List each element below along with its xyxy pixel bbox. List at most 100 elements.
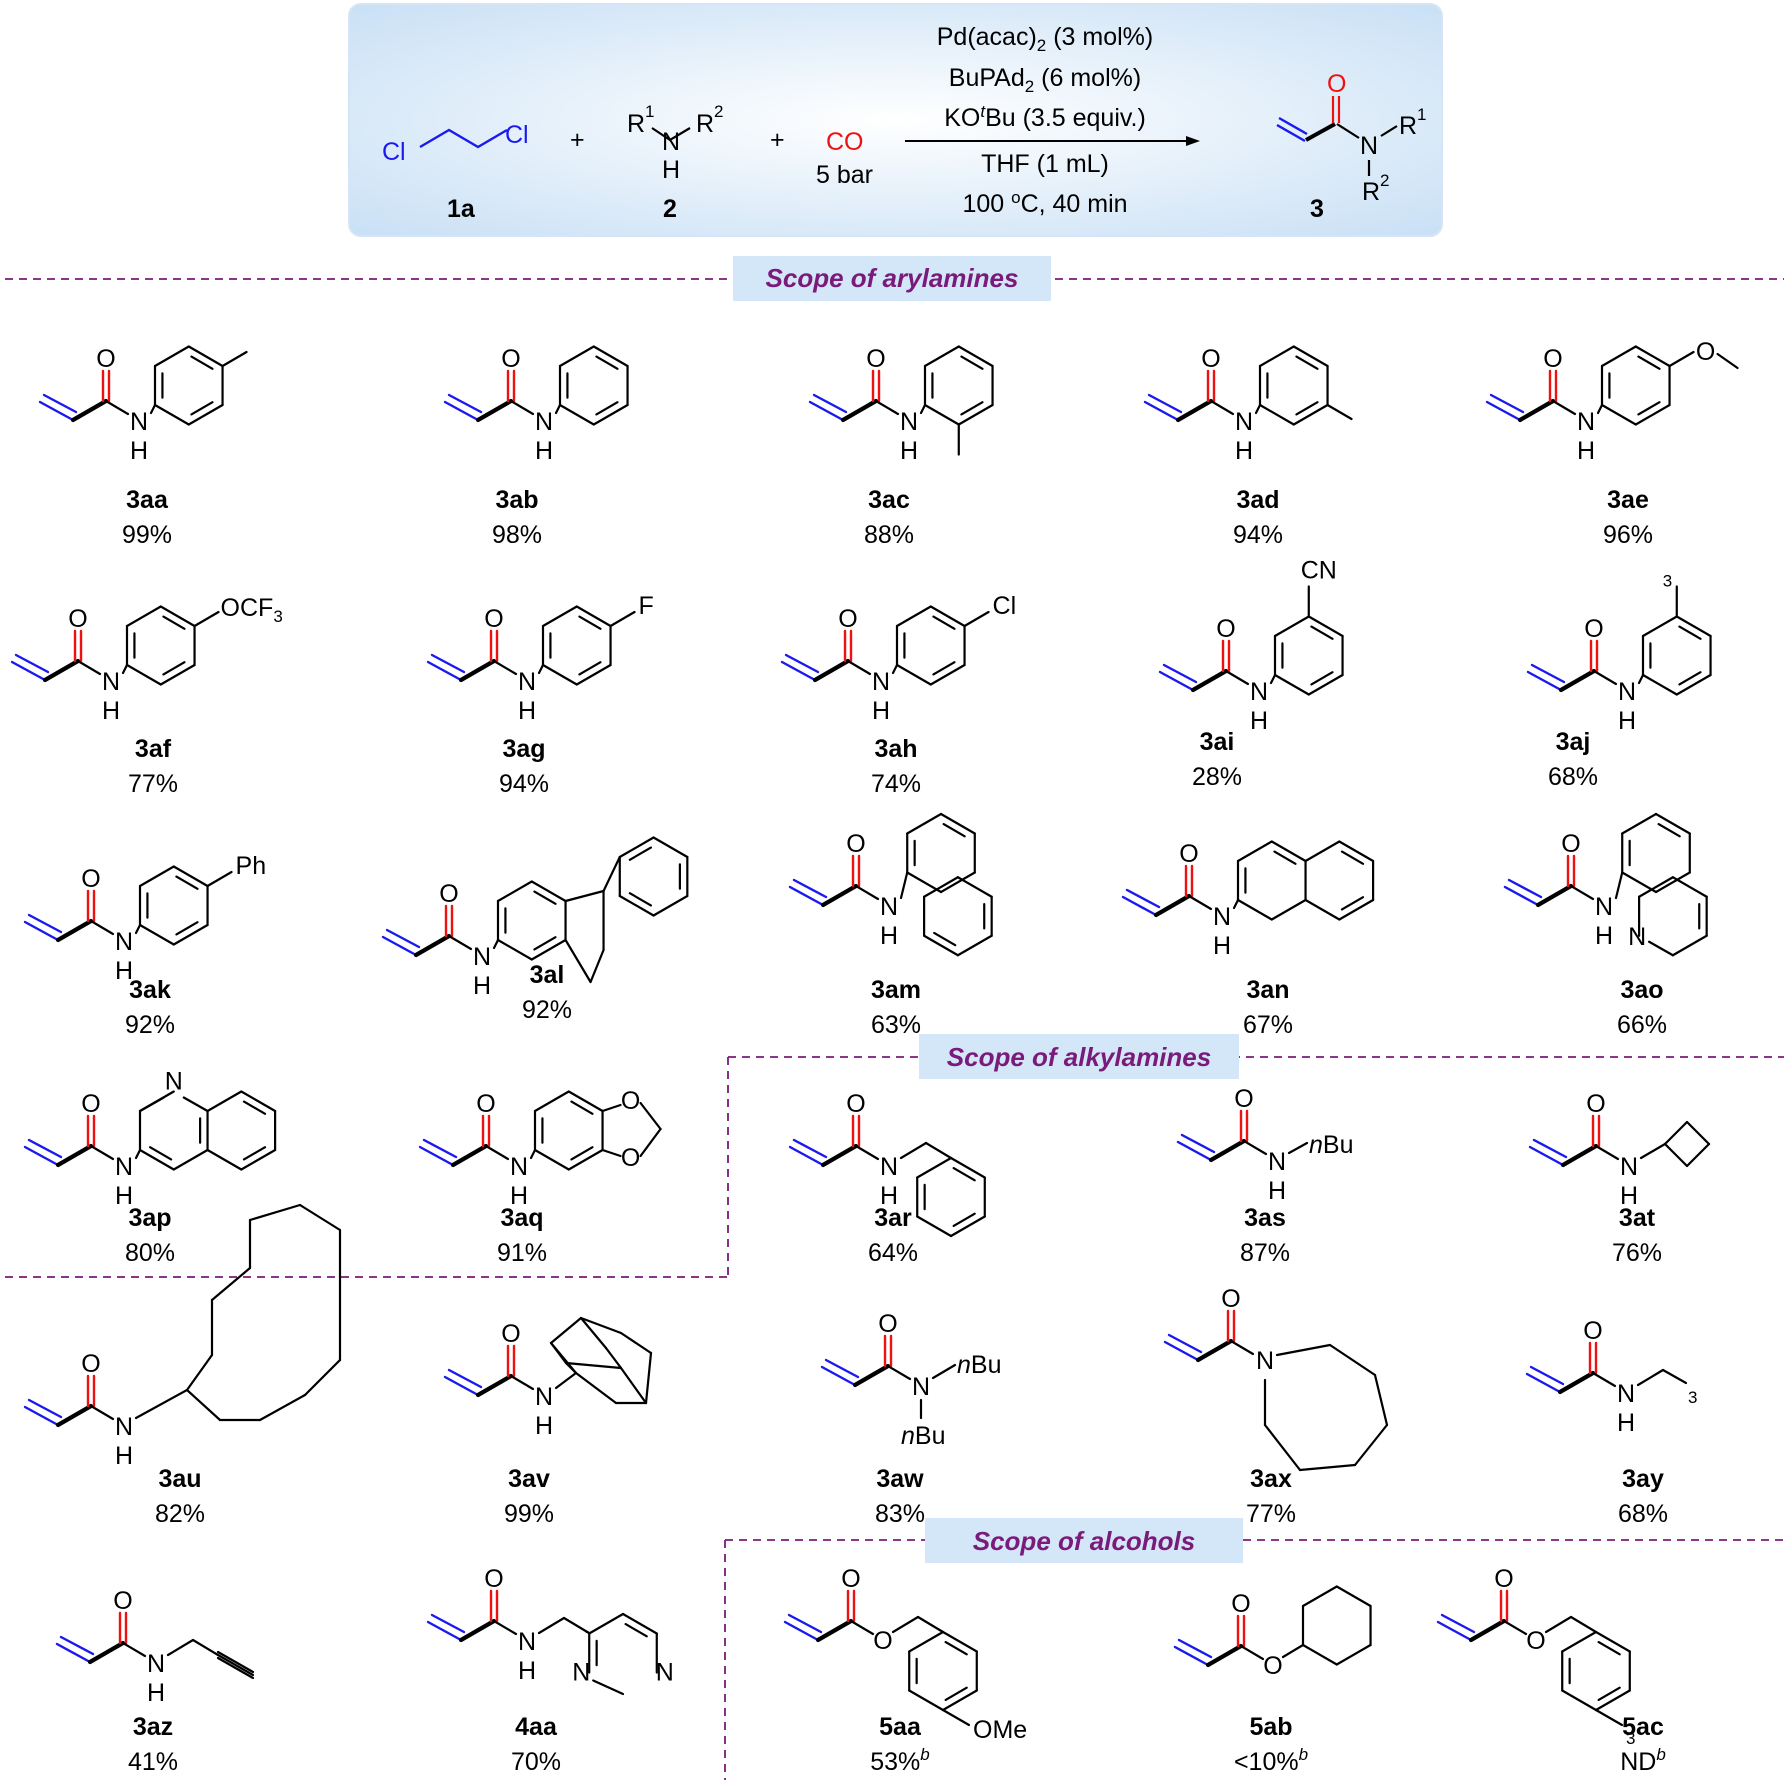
amide-nitrogen: N bbox=[1268, 1148, 1286, 1176]
bond bbox=[784, 653, 820, 674]
bond bbox=[1338, 840, 1375, 863]
bond bbox=[149, 403, 157, 415]
compound-yield-3ay: 68% bbox=[1618, 1500, 1668, 1528]
bond bbox=[240, 1148, 277, 1171]
carbonyl-oxygen: O bbox=[81, 1350, 100, 1378]
compound-yield-3al: 92% bbox=[522, 996, 572, 1024]
bond bbox=[240, 1090, 277, 1113]
compound-yield-3ai: 28% bbox=[1192, 763, 1242, 791]
bond bbox=[1636, 1368, 1665, 1387]
bond bbox=[533, 1090, 570, 1113]
bond bbox=[27, 1398, 63, 1419]
bond bbox=[588, 1612, 625, 1635]
bond bbox=[258, 1393, 307, 1422]
bond bbox=[1310, 625, 1334, 640]
bond bbox=[554, 1371, 578, 1390]
bond bbox=[780, 660, 817, 682]
amide-hydrogen: H bbox=[115, 1442, 133, 1470]
bond bbox=[1569, 1615, 1598, 1634]
bond bbox=[509, 1374, 535, 1391]
bond bbox=[1597, 1641, 1621, 1656]
bond bbox=[788, 1145, 825, 1167]
bond bbox=[1557, 1370, 1596, 1395]
compound-yield-3ac: 88% bbox=[864, 521, 914, 549]
bond bbox=[458, 1618, 497, 1643]
carbonyl-oxygen: O bbox=[113, 1587, 132, 1615]
carbonyl-oxygen: O bbox=[1179, 840, 1198, 868]
bond bbox=[849, 1619, 875, 1636]
bond bbox=[166, 1638, 195, 1657]
compound-label-3ah: 3ah bbox=[874, 735, 917, 763]
bond bbox=[1373, 1373, 1389, 1427]
carbonyl-oxygen: O bbox=[439, 880, 458, 908]
bond bbox=[1663, 1120, 1689, 1146]
bond bbox=[619, 1366, 648, 1405]
svg-text:R: R bbox=[1362, 178, 1380, 206]
bond bbox=[1657, 823, 1681, 838]
bond bbox=[138, 1148, 175, 1171]
bond bbox=[1307, 615, 1344, 638]
bond bbox=[1634, 403, 1671, 426]
compound-yield-3ax: 77% bbox=[1246, 1500, 1296, 1528]
bond bbox=[956, 934, 993, 957]
bond bbox=[812, 658, 851, 683]
bond bbox=[1637, 401, 1661, 416]
amide-nitrogen: N bbox=[1617, 1380, 1635, 1408]
bond bbox=[1176, 1140, 1213, 1162]
compound-label-3as: 3as bbox=[1244, 1204, 1286, 1232]
quinoline-nitrogen: N bbox=[1628, 923, 1646, 951]
structure-3al: ONH bbox=[381, 836, 689, 1000]
bond bbox=[1597, 1686, 1621, 1701]
bond bbox=[1639, 1142, 1667, 1160]
bond bbox=[931, 1363, 957, 1380]
bond bbox=[55, 918, 94, 943]
compound-yield-3aq: 91% bbox=[497, 1239, 547, 1267]
bond bbox=[564, 1361, 578, 1375]
bond bbox=[957, 345, 994, 368]
svg-text:THF (1 mL): THF (1 mL) bbox=[981, 150, 1109, 178]
bond bbox=[443, 400, 480, 422]
bond bbox=[492, 1619, 518, 1636]
bond bbox=[1307, 673, 1344, 696]
bond bbox=[1675, 673, 1712, 696]
bond bbox=[1229, 1339, 1255, 1356]
bond bbox=[185, 1353, 214, 1392]
compound-label-3ay: 3ay bbox=[1622, 1465, 1664, 1493]
bond bbox=[447, 1368, 483, 1389]
compound-label-3aa: 3aa bbox=[126, 486, 169, 514]
section-label-alkylamines: Scope of alkylamines bbox=[919, 1034, 1239, 1079]
bond bbox=[1163, 1340, 1200, 1362]
svg-text:Cl: Cl bbox=[382, 138, 406, 166]
bond bbox=[175, 875, 199, 890]
bond bbox=[792, 878, 828, 899]
bond bbox=[1525, 1372, 1562, 1394]
bond bbox=[475, 1373, 514, 1398]
bond bbox=[949, 1215, 986, 1238]
carbonyl-oxygen: O bbox=[1221, 1285, 1240, 1313]
bond bbox=[27, 1138, 63, 1159]
bond bbox=[916, 1156, 953, 1179]
nbu-substituent-2: nBu bbox=[901, 1422, 946, 1450]
bond bbox=[529, 1148, 537, 1160]
bond bbox=[1298, 1463, 1357, 1472]
bond bbox=[541, 663, 578, 686]
bond bbox=[533, 890, 557, 905]
bond bbox=[1304, 898, 1341, 921]
bond bbox=[1328, 1343, 1377, 1377]
bond bbox=[578, 615, 602, 630]
bond bbox=[1177, 1638, 1213, 1659]
bond bbox=[134, 1388, 189, 1420]
product-3: O N R 1 R 2 bbox=[1276, 70, 1426, 206]
compound-labels: 3aa99%3ab98%3ac88%3ad94%3ae96%3af77%3ag9… bbox=[122, 486, 1668, 1776]
bond bbox=[413, 933, 452, 958]
bond bbox=[1281, 1643, 1305, 1659]
bond bbox=[564, 1361, 623, 1370]
bond bbox=[1167, 1333, 1203, 1354]
amide-hydrogen: H bbox=[102, 697, 120, 725]
bond bbox=[562, 1616, 591, 1635]
carbonyl-oxygen: O bbox=[1201, 345, 1220, 373]
compound-label-3ag: 3ag bbox=[502, 735, 545, 763]
conditions: Pd(acac)2 (3 mol%) BuPAd2 (6 mol%) KOtBu… bbox=[905, 23, 1200, 218]
